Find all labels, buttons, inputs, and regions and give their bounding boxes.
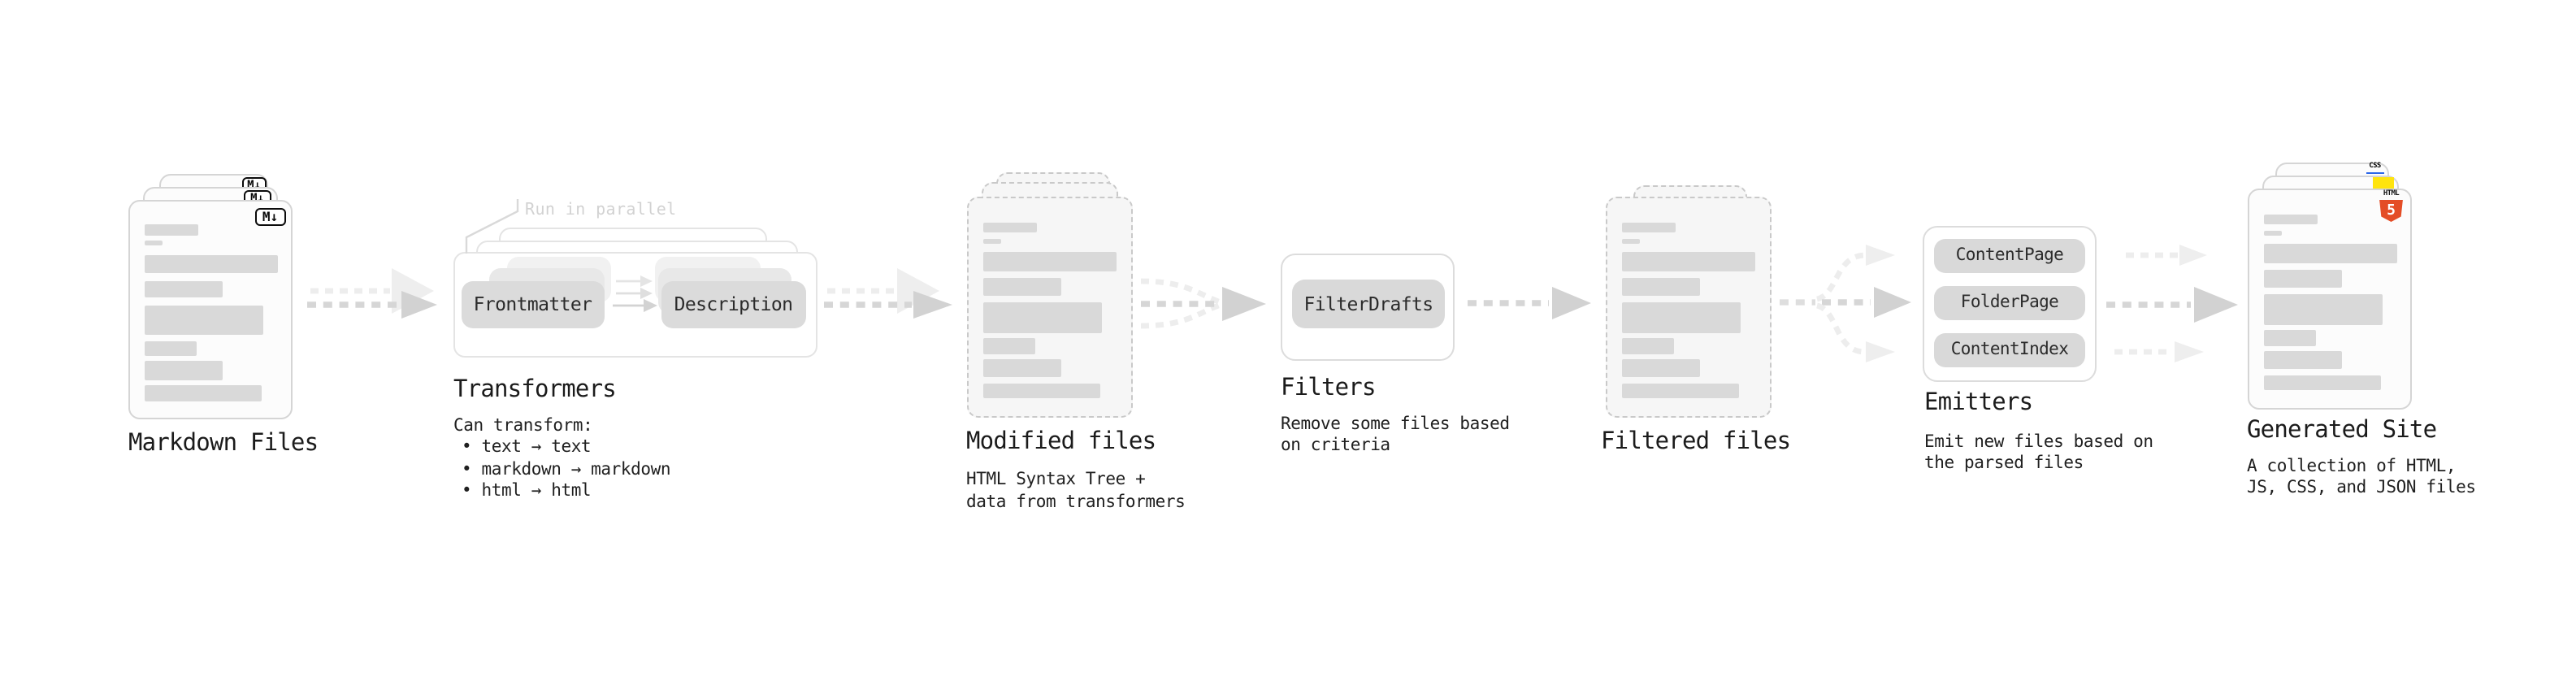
text-line-bar [983, 222, 1037, 232]
text-line-bar [2263, 270, 2341, 287]
arrow-emitters-to-site [2106, 245, 2238, 362]
description-line: Emit new files based on [1924, 432, 2153, 452]
text-line-bar [2263, 294, 2382, 324]
text-line-bar [2263, 330, 2315, 345]
description-line: HTML Syntax Tree + [966, 470, 1146, 489]
arrow-filtered-to-emitters [1780, 245, 1911, 362]
generated-site-label: Generated Site [2247, 418, 2437, 444]
text-line-bar [983, 338, 1035, 354]
text-line-bar [1622, 278, 1700, 295]
filterdrafts-pill: FilterDrafts [1292, 280, 1445, 328]
html5-icon: HTML 5 [2379, 189, 2403, 222]
modified-files-label: Modified files [966, 429, 1156, 455]
filtered-file-card [1606, 197, 1771, 418]
html5-icon-text: HTML [2383, 189, 2400, 197]
description-line: A collection of HTML, [2247, 457, 2457, 476]
generated-site-description: A collection of HTML, JS, CSS, and JSON … [2247, 457, 2476, 497]
text-line-bar [1622, 222, 1676, 232]
text-line-bar [983, 358, 1061, 377]
modified-files-description: HTML Syntax Tree + data from transformer… [966, 468, 1186, 514]
text-line-bar [144, 280, 222, 297]
filters-description: Remove some files based on criteria [1281, 414, 1510, 457]
text-line-bar [144, 241, 162, 245]
text-line-bar [144, 385, 261, 401]
js-icon [2372, 177, 2393, 188]
text-line-bar [1622, 358, 1700, 377]
text-line-bar [2263, 375, 2380, 390]
bullet-item: markdown → markdown [462, 460, 671, 482]
text-line-bar [1622, 252, 1755, 271]
text-line-bar [983, 238, 1001, 243]
text-line-bar [1622, 383, 1739, 398]
text-line-bar [2263, 350, 2341, 369]
arrow-filters-to-filtered [1468, 287, 1591, 319]
contentindex-pill: ContentIndex [1934, 332, 2085, 367]
contentpage-pill: ContentPage [1934, 238, 2085, 273]
transformers-bullet-list: text → text markdown → markdown html → h… [453, 438, 671, 503]
site-file-card [2247, 189, 2412, 409]
text-line-bar [144, 340, 196, 356]
description-line: the parsed files [1924, 453, 2084, 472]
text-line-bar [983, 302, 1102, 332]
modified-file-card [967, 197, 1132, 418]
text-line-bar [2263, 230, 2281, 235]
description-pill: Description [661, 280, 806, 327]
filters-label: Filters [1281, 375, 1376, 401]
text-line-bar [2263, 214, 2317, 224]
arrow-markdown-to-transformers [307, 268, 437, 319]
filtered-files-label: Filtered files [1601, 429, 1791, 455]
run-in-parallel-annotation: Run in parallel [525, 202, 677, 219]
text-line-bar [144, 361, 222, 380]
transformers-label: Transformers [453, 377, 617, 403]
css-icon: CSS [2366, 163, 2384, 175]
bullet-item: text → text [462, 438, 670, 460]
text-line-bar [144, 254, 277, 273]
frontmatter-pill: Frontmatter [462, 280, 604, 327]
text-line-bar [1622, 338, 1674, 354]
text-line-bar [1622, 302, 1741, 332]
transformers-subtitle: Can transform: [453, 416, 593, 436]
description-line: data from transformers [966, 492, 1186, 512]
markdown-file-card [128, 199, 293, 419]
description-line: on criteria [1281, 436, 1390, 455]
emitters-description: Emit new files based on the parsed files [1924, 432, 2153, 473]
arrow-transformers-to-modified [824, 268, 952, 319]
text-line-bar [144, 305, 262, 335]
arrow-modified-to-filters [1140, 278, 1266, 329]
text-line-bar [983, 252, 1117, 271]
bullet-item: html → html [462, 481, 670, 503]
transformers-description: Can transform: text → text markdown → ma… [453, 416, 671, 503]
text-line-bar [1622, 238, 1640, 243]
description-line: JS, CSS, and JSON files [2247, 477, 2476, 497]
text-line-bar [983, 278, 1061, 295]
markdown-files-label: Markdown Files [128, 431, 319, 457]
description-line: Remove some files based [1281, 414, 1510, 434]
emitters-label: Emitters [1924, 390, 2033, 416]
markdown-icon: M↓ [254, 207, 286, 225]
text-line-bar [144, 224, 197, 235]
css-icon-bar [2366, 171, 2384, 175]
text-line-bar [983, 383, 1100, 398]
folderpage-pill: FolderPage [1934, 285, 2085, 320]
html5-icon-shield: 5 [2379, 199, 2403, 222]
text-line-bar [2263, 244, 2396, 262]
css-icon-text: CSS [2369, 163, 2381, 171]
